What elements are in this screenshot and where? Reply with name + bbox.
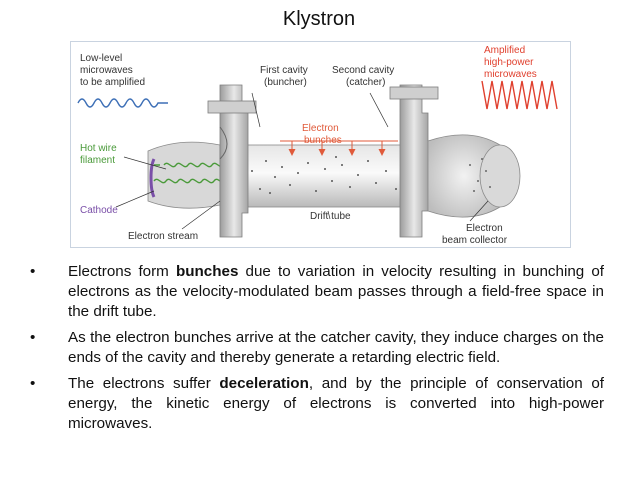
bullet-item: • Electrons form bunches due to variation… [30,262,604,322]
collector-dots [469,158,491,192]
filament-coil [154,162,225,168]
bullet-text-pre: The electrons suffer [68,375,220,392]
bullet-text-pre: Electrons form [68,263,176,280]
bullet-text-post: due to variation in velocity resulting i… [68,263,605,320]
bullet-text-post: , and by the principle of conservation o… [68,375,604,432]
leader-lines [115,92,489,230]
first-cavity-input-port [207,100,257,114]
bullet-glyph: • [30,263,36,280]
filament-coil-lower [153,178,227,184]
input-label-line1: Low-level [80,53,122,64]
bullet-glyph: • [30,329,36,346]
output-label-line3: microwaves [484,69,537,80]
second-cavity-label-line1: Second cavity [332,65,394,76]
drift-tube-body [219,144,421,208]
filament-label-line1: Hot wire [80,143,117,154]
slide-title: Klystron [282,8,356,30]
klystron-diagram: Low-level microwaves to be amplified Amp… [70,41,571,248]
output-label-line2: high-power [484,57,534,68]
collector-label-line2: beam collector [442,235,508,246]
bullet-text-bold: bunches [175,263,239,280]
bunches-label-line1: Electron [302,123,339,134]
output-wave [481,80,558,110]
input-label-line2: microwaves [80,65,133,76]
bullet-text-pre: As the electron bunches arrive at the ca… [68,329,604,366]
input-label-line3: to be amplified [80,77,145,88]
input-wave [77,98,168,108]
first-cavity-gap [219,126,228,160]
bullet-glyph: • [30,375,36,392]
filament-label-line2: filament [80,155,115,166]
gun-housing [147,141,221,209]
bullet-item: • The electrons suffer deceleration, and … [30,374,604,434]
bullet-item: • As the electron bunches arrive at the c… [30,328,604,368]
first-cavity-label-line1: First cavity [260,65,308,76]
second-cavity-label-line2: (catcher) [346,77,385,88]
first-cavity-label-line2: (buncher) [264,77,307,88]
first-cavity-flange [219,84,249,238]
collector-label-line1: Electron [466,223,503,234]
output-label-line1: Amplified [484,45,525,56]
cathode-label: Cathode [80,205,118,216]
collector-end [479,144,521,208]
bunches-label-line2: bunches [304,135,342,146]
second-cavity-output-port [389,86,439,100]
bullet-text-bold: deceleration [219,375,309,392]
cathode-shape [149,158,156,198]
drift-tube-label: Drift tube [310,211,351,222]
bullet-list: • Electrons form bunches due to variation… [30,262,604,440]
electron-stream-label: Electron stream [128,231,198,242]
